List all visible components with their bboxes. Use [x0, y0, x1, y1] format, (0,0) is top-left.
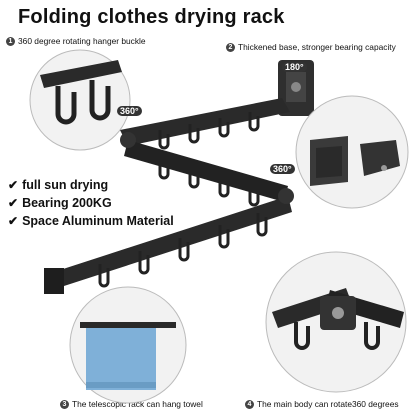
check-icon: ✔	[8, 214, 19, 228]
caption-text: The telescopic rack can hang towel	[72, 399, 203, 409]
check-icon: ✔	[8, 178, 19, 192]
number-badge: 2	[226, 42, 235, 52]
feature-item-bearing: ✔ Bearing 200KG	[8, 196, 112, 210]
number-badge: 1	[6, 36, 15, 46]
feature-text: Bearing 200KG	[22, 196, 112, 210]
caption-hanger-buckle: 1 360 degree rotating hanger buckle	[6, 36, 146, 46]
caption-main-body-rotate: 4 The main body can rotate360 degrees	[245, 399, 399, 409]
rotation-badge-360: 360°	[270, 164, 295, 174]
detail-circle-towel-bar	[69, 286, 187, 404]
feature-item-sun-drying: ✔ full sun drying	[8, 178, 108, 192]
detail-circle-hanger-buckle	[29, 49, 131, 151]
number-badge: 3	[60, 399, 69, 409]
caption-telescopic-rack: 3 The telescopic rack can hang towel	[60, 399, 203, 409]
rotation-badge-360: 360°	[117, 106, 142, 116]
rotation-badge-180: 180°	[282, 62, 307, 72]
feature-item-material: ✔ Space Aluminum Material	[8, 214, 174, 228]
caption-text: Thickened base, stronger bearing capacit…	[238, 42, 396, 52]
hook-row	[98, 112, 268, 288]
caption-thickened-base: 2 Thickened base, stronger bearing capac…	[226, 42, 396, 52]
feature-text: full sun drying	[22, 178, 109, 192]
detail-circle-thickened-base	[295, 95, 409, 209]
wall-mount-bracket	[278, 60, 314, 116]
caption-text: 360 degree rotating hanger buckle	[18, 36, 146, 46]
page-title: Folding clothes drying rack	[18, 6, 285, 28]
detail-circle-rotating-joint	[265, 251, 407, 393]
feature-text: Space Aluminum Material	[22, 214, 174, 228]
folding-rack-arms	[44, 98, 294, 294]
number-badge: 4	[245, 399, 254, 409]
caption-text: The main body can rotate360 degrees	[257, 399, 399, 409]
check-icon: ✔	[8, 196, 19, 210]
